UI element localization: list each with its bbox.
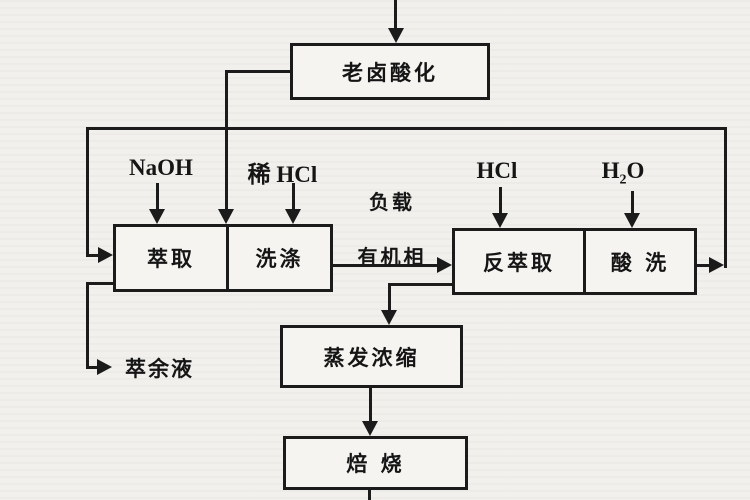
node-backext-acidwash: 反萃取 酸 洗 xyxy=(452,228,697,295)
recycle-top-hline xyxy=(86,127,727,130)
hcl-arrowhead-icon xyxy=(492,213,508,228)
backext-out-vline xyxy=(388,283,391,312)
loaded-organic-line1: 负载 xyxy=(369,190,415,214)
loaded-organic-label: 负载 有机相 xyxy=(340,186,444,270)
dilute-hcl-line xyxy=(292,183,295,211)
naoh-label: NaOH xyxy=(129,155,193,180)
node-acidify: 老卤酸化 xyxy=(290,43,490,100)
acidwash-arrowhead-icon xyxy=(709,257,724,273)
raffinate-vline xyxy=(86,282,89,369)
recycle-right-vline xyxy=(724,127,727,268)
hcl-label: HCl xyxy=(476,158,518,183)
acidify-out-vline xyxy=(225,70,228,210)
acidify-out-hline xyxy=(226,70,290,73)
node-acid-wash-label: 酸 洗 xyxy=(610,250,670,275)
node-evaporation-label: 蒸发浓缩 xyxy=(323,345,420,370)
wash-to-backext-arrowhead-icon xyxy=(437,257,452,273)
evap-to-roast-vline xyxy=(369,388,372,424)
cell-acid-wash: 酸 洗 xyxy=(583,231,694,292)
dilute-hcl-label: 稀 HCl xyxy=(247,162,318,187)
node-extraction-label: 萃取 xyxy=(147,247,195,271)
h2o-line xyxy=(631,191,634,215)
acidify-arrowhead-icon xyxy=(218,209,234,224)
node-back-extraction-label: 反萃取 xyxy=(483,250,555,275)
h2o-arrowhead-icon xyxy=(624,213,640,228)
recycle-arrowhead-icon xyxy=(98,247,113,263)
h2o-label: H2O xyxy=(601,158,645,188)
hcl-line xyxy=(499,187,502,215)
feed-arrowhead-icon xyxy=(388,28,404,43)
backext-out-arrowhead-icon xyxy=(381,310,397,325)
feed-line xyxy=(394,0,397,30)
cell-extraction: 萃取 xyxy=(116,227,226,289)
cell-washing: 洗涤 xyxy=(226,227,330,289)
node-evaporation: 蒸发浓缩 xyxy=(280,325,463,388)
node-acidify-label: 老卤酸化 xyxy=(342,60,438,85)
node-washing-label: 洗涤 xyxy=(255,247,304,271)
cell-back-extraction: 反萃取 xyxy=(455,231,583,292)
backext-out-hline xyxy=(389,283,452,286)
naoh-line xyxy=(156,183,159,211)
wash-to-backext-hline xyxy=(333,264,438,267)
recycle-left-vline xyxy=(86,127,89,256)
raffinate-label: 萃余液 xyxy=(125,357,194,381)
raffinate-arrowhead-icon xyxy=(97,359,112,375)
recycle-into-extraction-hline xyxy=(86,254,100,257)
evap-to-roast-arrowhead-icon xyxy=(362,421,378,436)
raffinate-hline xyxy=(86,366,99,369)
acidwash-out-hline xyxy=(697,264,711,267)
dilute-hcl-arrowhead-icon xyxy=(285,209,301,224)
node-roasting: 焙 烧 xyxy=(283,436,468,490)
node-roasting-label: 焙 烧 xyxy=(346,452,405,476)
raffinate-out-hline xyxy=(86,282,114,285)
roasting-out-stub-line xyxy=(368,490,371,500)
naoh-arrowhead-icon xyxy=(149,209,165,224)
node-extraction-washing: 萃取 洗涤 xyxy=(113,224,333,292)
